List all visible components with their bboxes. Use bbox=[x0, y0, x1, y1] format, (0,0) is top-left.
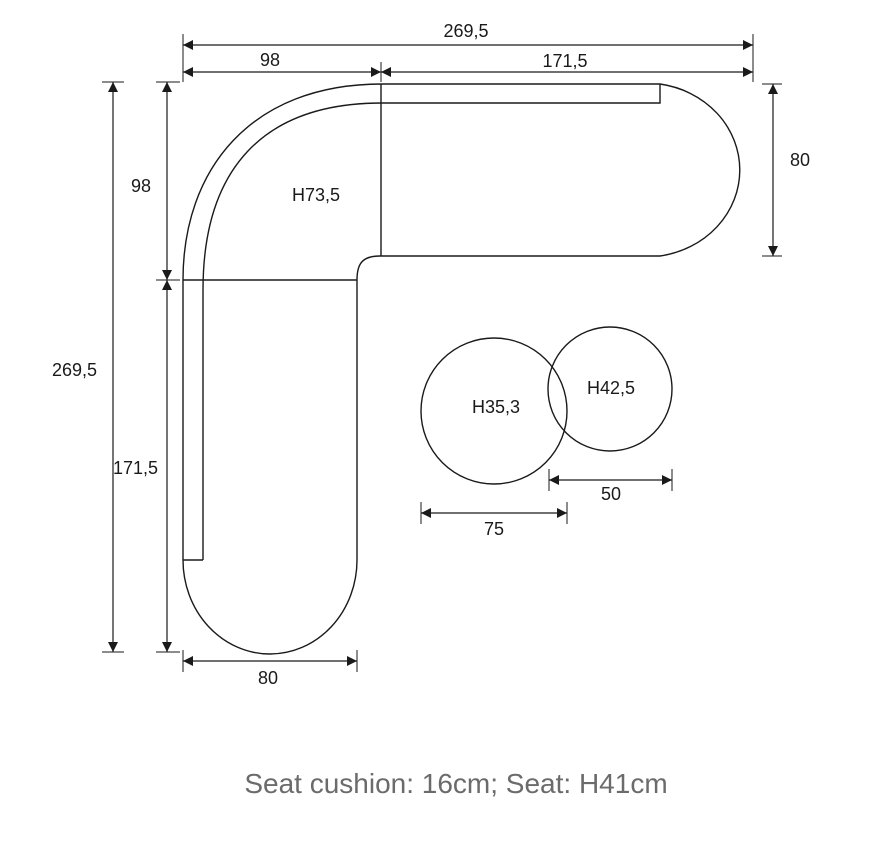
sofa-backrest-inner-line bbox=[202, 84, 661, 560]
total-height-label: 269,5 bbox=[52, 360, 97, 380]
top-dimension-lines bbox=[182, 34, 754, 82]
arm-depth-bottom-label: 80 bbox=[258, 668, 278, 688]
sofa-outer-contour bbox=[182, 83, 741, 655]
total-width-label: 269,5 bbox=[443, 21, 488, 41]
large-round-table bbox=[420, 337, 568, 485]
large-table-height-label: H35,3 bbox=[472, 397, 520, 417]
corner-width-label: 98 bbox=[260, 50, 280, 70]
corner-height-label: 98 bbox=[131, 176, 151, 196]
large-table-diameter-label: 75 bbox=[484, 519, 504, 539]
side-width-label: 171,5 bbox=[542, 51, 587, 71]
side-height-label: 171,5 bbox=[113, 458, 158, 478]
left-dimension-lines bbox=[102, 81, 180, 653]
small-round-table bbox=[547, 326, 673, 452]
side-tables bbox=[420, 326, 673, 485]
small-table-diameter-label: 50 bbox=[601, 484, 621, 504]
bottom-dimension-lines bbox=[182, 650, 358, 672]
right-dimension-lines bbox=[762, 83, 782, 257]
sofa-height-label: H73,5 bbox=[292, 185, 340, 205]
table-dimension-lines bbox=[420, 469, 673, 524]
arm-depth-right-label: 80 bbox=[790, 150, 810, 170]
seat-info-caption: Seat cushion: 16cm; Seat: H41cm bbox=[244, 768, 667, 799]
small-table-height-label: H42,5 bbox=[587, 378, 635, 398]
corner-sofa bbox=[182, 83, 741, 655]
